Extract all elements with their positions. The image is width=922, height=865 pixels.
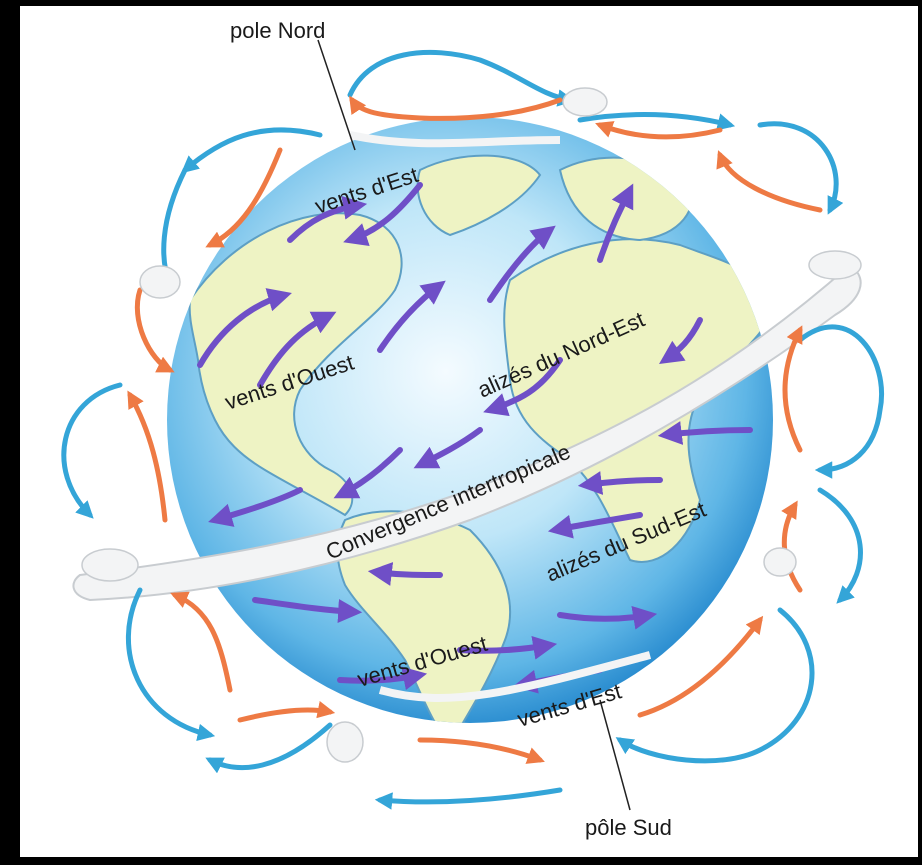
- cell-loop-blue: [577, 112, 736, 131]
- globe: [167, 117, 773, 723]
- wind-arrow: [252, 597, 363, 624]
- wind-arrow: [257, 311, 337, 388]
- cell-loop-orange: [134, 287, 175, 373]
- cell-loop-orange: [595, 121, 723, 140]
- wind-arrow: [333, 447, 403, 499]
- circulation-cells: [61, 49, 884, 810]
- europe-africa-landmass: [503, 238, 773, 563]
- wind-arrow: [208, 487, 303, 527]
- wind-arrow: [367, 562, 443, 586]
- cell-loop-orange: [127, 390, 168, 523]
- cell-loop-orange: [716, 150, 823, 213]
- cell-loop-orange: [417, 737, 545, 764]
- cloud: [81, 548, 139, 582]
- wind-arrow: [343, 182, 423, 247]
- wind-arrow: [657, 421, 753, 445]
- cell-loop-orange: [782, 325, 803, 453]
- cloud: [562, 87, 608, 117]
- cloud: [763, 547, 797, 577]
- greenland-landmass: [416, 154, 542, 237]
- cloud: [139, 265, 181, 299]
- cell-loop-blue: [61, 382, 123, 519]
- south-pole-label: pôle Sud: [585, 815, 672, 840]
- wind-arrow: [457, 635, 558, 660]
- cell-loop-blue: [205, 722, 333, 774]
- cell-loop-orange: [205, 147, 283, 248]
- north-pole-label: pole Nord: [230, 18, 325, 43]
- cloud: [326, 721, 364, 763]
- wind-arrow: [547, 512, 643, 539]
- wind-arrow: [287, 195, 368, 243]
- south-polar-cloud: [378, 651, 652, 702]
- cell-loop-orange: [170, 591, 233, 693]
- cell-loop-blue: [817, 487, 863, 604]
- wind-arrow: [577, 471, 663, 495]
- cloud: [808, 250, 862, 280]
- wind-arrow: [659, 317, 703, 364]
- cell-loop-blue: [374, 787, 563, 810]
- wind-arrow: [337, 666, 428, 691]
- itcz-cloud-band: [72, 263, 862, 602]
- cell-loop-orange: [637, 615, 764, 718]
- wind-arrow: [377, 280, 446, 353]
- cell-loop-orange: [781, 500, 803, 593]
- cell-loop-orange: [349, 95, 563, 121]
- cell-clouds: [81, 87, 862, 763]
- wind-arrow: [597, 183, 634, 263]
- wind-arrow: [413, 427, 483, 469]
- cell-loop-orange: [237, 701, 336, 723]
- wind-arrow: [557, 605, 658, 630]
- north-pole-pointer: [317, 39, 356, 151]
- cell-loop-blue: [181, 127, 323, 174]
- north-polar-cloud: [349, 131, 561, 148]
- south-pole-pointer: [599, 699, 631, 811]
- wind-arrow: [197, 288, 292, 368]
- cell-loop-blue: [347, 49, 576, 107]
- cell-loop-blue: [757, 121, 844, 215]
- wind-arrow: [487, 225, 556, 303]
- wind-arrow: [483, 357, 563, 417]
- cell-loop-blue: [615, 607, 815, 764]
- cell-loop-blue: [797, 324, 884, 479]
- cell-loop-blue: [125, 587, 216, 741]
